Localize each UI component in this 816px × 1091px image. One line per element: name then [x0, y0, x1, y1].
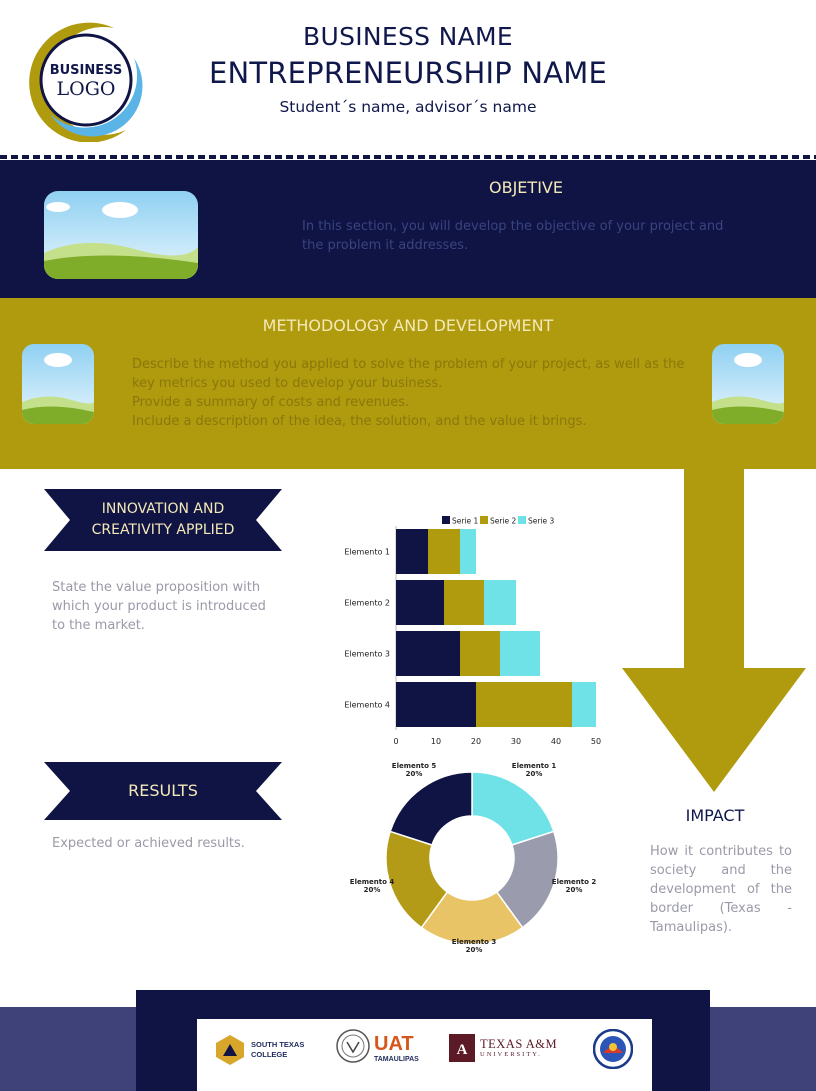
uat-seal-icon — [336, 1029, 370, 1063]
results-banner-shape — [44, 762, 282, 820]
legend-label-1: Serie 1 — [452, 517, 479, 526]
category-label-2: Elemento 2 — [344, 599, 390, 608]
legend-swatch-2 — [480, 516, 488, 524]
donut-slice-5 — [389, 771, 473, 846]
innovation-text: State the value proposition with which y… — [52, 580, 266, 633]
bar-2-series-2 — [444, 580, 484, 625]
round-seal-icon — [593, 1029, 633, 1069]
innovation-banner: INNOVATION AND CREATIVITY APPLIED — [44, 489, 282, 551]
south-texas-college-logo: SOUTH TEXAS COLLEGE — [213, 1033, 304, 1067]
category-label-1: Elemento 1 — [344, 548, 390, 557]
student-advisor-names: Student´s name, advisor´s name — [279, 98, 537, 116]
objective-title: OBJETIVE — [489, 178, 563, 197]
x-tick-1: 0 — [393, 737, 398, 744]
down-arrow-graphic — [622, 468, 806, 792]
bar-3-series-3 — [500, 631, 540, 676]
stc-emblem-icon — [216, 1035, 244, 1065]
bar-3-series-1 — [396, 631, 460, 676]
results-banner: RESULTS — [44, 762, 282, 820]
bar-4-series-2 — [476, 682, 572, 727]
logo-text-logo: LOGO — [57, 78, 116, 100]
landscape-image-right — [712, 344, 784, 424]
category-label-3: Elemento 3 — [344, 650, 390, 659]
methodology-line-2: key metrics you used to develop your bus… — [132, 376, 443, 391]
tamu-emblem-icon: A — [449, 1034, 475, 1062]
stc-name-line-1: SOUTH TEXAS — [251, 1040, 305, 1049]
innovation-title: INNOVATION AND CREATIVITY APPLIED — [44, 499, 282, 541]
methodology-text: Describe the method you applied to solve… — [132, 355, 712, 431]
donut-pct-4: 20% — [364, 886, 381, 894]
donut-pct-1: 20% — [526, 770, 543, 778]
logo-circle — [39, 33, 133, 127]
bar-3-series-2 — [460, 631, 500, 676]
stc-name-line-2: COLLEGE — [251, 1050, 288, 1059]
innovation-banner-shape — [44, 489, 282, 551]
legend-label-3: Serie 3 — [528, 517, 555, 526]
svg-text:A: A — [457, 1042, 468, 1058]
tamu-main-text: TEXAS A&M — [480, 1037, 558, 1051]
bar-1-series-3 — [460, 529, 476, 574]
x-tick-5: 40 — [551, 737, 561, 744]
x-tick-2: 10 — [431, 737, 441, 744]
impact-text: How it contributes to society and the de… — [650, 844, 792, 935]
donut-label-2: Elemento 2 — [552, 878, 597, 886]
uat-logo: UAT TAMAULIPAS — [335, 1028, 419, 1068]
objective-text: In this section, you will develop the ob… — [302, 219, 724, 253]
methodology-line-4: Include a description of the idea, the s… — [132, 414, 587, 429]
landscape-image-objective — [44, 191, 198, 279]
innovation-title-line-2: CREATIVITY APPLIED — [91, 522, 235, 538]
methodology-title: METHODOLOGY AND DEVELOPMENT — [262, 316, 554, 335]
results-text: Expected or achieved results. — [52, 836, 245, 851]
texas-am-logo: A TEXAS A&M UNIVERSITY. — [449, 1034, 557, 1062]
business-name: BUSINESS NAME — [303, 22, 513, 51]
donut-pct-2: 20% — [566, 886, 583, 894]
methodology-line-1: Describe the method you applied to solve… — [132, 357, 685, 372]
uat-sub-text: TAMAULIPAS — [374, 1055, 419, 1063]
legend-swatch-3 — [518, 516, 526, 524]
x-tick-4: 30 — [511, 737, 521, 744]
donut-label-5: Elemento 5 — [392, 762, 437, 770]
x-tick-6: 50 — [591, 737, 601, 744]
logo-text-business: BUSINESS — [50, 63, 123, 78]
stacked-bar-chart: Serie 1 Serie 2 Serie 3 Elemento 1 Elemento … — [344, 516, 601, 744]
seal-logo — [593, 1029, 633, 1069]
bar-2-series-1 — [396, 580, 444, 625]
uat-main-text: UAT — [374, 1032, 414, 1055]
footer-logos-panel: SOUTH TEXAS COLLEGE UAT TAMAULIPAS A TEX… — [197, 1019, 652, 1091]
x-tick-3: 20 — [471, 737, 481, 744]
category-label-4: Elemento 4 — [344, 701, 390, 710]
results-title: RESULTS — [128, 781, 198, 800]
tamu-sub-text: UNIVERSITY. — [480, 1051, 542, 1058]
legend-swatch-1 — [442, 516, 450, 524]
dashed-divider — [0, 155, 816, 159]
legend-label-2: Serie 2 — [490, 517, 517, 526]
impact-title: IMPACT — [685, 806, 745, 825]
innovation-title-line-1: INNOVATION AND — [101, 501, 225, 517]
donut-chart: Elemento 120%Elemento 220%Elemento 320%E… — [350, 762, 597, 954]
donut-label-4: Elemento 4 — [350, 878, 395, 886]
bar-1-series-1 — [396, 529, 428, 574]
donut-pct-5: 20% — [406, 770, 423, 778]
donut-slice-1 — [471, 771, 555, 846]
landscape-image-left — [22, 344, 94, 424]
bar-4-series-1 — [396, 682, 476, 727]
donut-pct-3: 20% — [466, 946, 483, 954]
methodology-band — [0, 298, 816, 469]
donut-label-1: Elemento 1 — [512, 762, 557, 770]
donut-label-3: Elemento 3 — [452, 938, 497, 946]
logo-blue-arc — [50, 58, 143, 137]
entrepreneurship-name: ENTREPRENEURSHIP NAME — [208, 56, 608, 90]
bar-4-series-3 — [572, 682, 596, 727]
bar-2-series-3 — [484, 580, 516, 625]
methodology-line-3: Provide a summary of costs and revenues. — [132, 395, 410, 410]
bar-1-series-2 — [428, 529, 460, 574]
business-logo: BUSINESS LOGO — [29, 22, 143, 142]
